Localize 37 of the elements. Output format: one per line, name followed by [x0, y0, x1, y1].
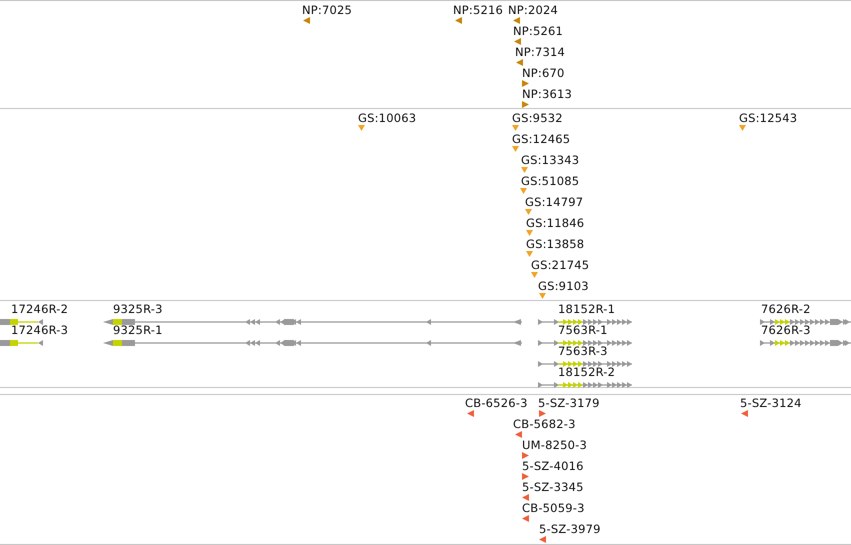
feature-label: 9325R-1: [113, 323, 163, 337]
feature-label: 5-SZ-3979: [539, 522, 601, 536]
feature-label: CB-5059-3: [522, 501, 585, 515]
feature-label: 18152R-2: [558, 365, 616, 379]
feature-label: UM-8250-3: [522, 438, 588, 452]
feature-label: 5-SZ-3345: [522, 480, 584, 494]
feature-label: 5-SZ-4016: [522, 459, 584, 473]
feature-label: GS:9532: [512, 111, 563, 125]
feature-label: CB-6526-3: [465, 396, 528, 410]
feature-label: 7626R-3: [761, 323, 811, 337]
feature-label: GS:12543: [739, 111, 798, 125]
feature-label: NP:7025: [302, 3, 352, 17]
feature-label: NP:3613: [522, 87, 572, 101]
feature-label: GS:14797: [525, 195, 584, 209]
feature-label: 5-SZ-3179: [538, 396, 600, 410]
feature-label: 7563R-3: [558, 344, 608, 358]
feature-label: 17246R-2: [11, 302, 68, 316]
feature-label: GS:9103: [538, 279, 589, 293]
feature-label: GS:13858: [526, 237, 584, 251]
feature-label: 7626R-2: [761, 302, 811, 316]
feature-label: GS:21745: [531, 258, 590, 272]
feature-label: GS:13343: [521, 153, 580, 167]
feature-label: GS:11846: [526, 216, 584, 230]
feature-label: NP:5261: [513, 24, 564, 38]
feature-label: GS:12465: [512, 132, 570, 146]
feature-label: GS:51085: [521, 174, 580, 188]
feature-label: NP:5216: [453, 3, 504, 17]
feature-label: 7563R-1: [558, 323, 608, 337]
feature-label: 17246R-3: [11, 323, 68, 337]
feature-label: NP:7314: [515, 45, 566, 59]
feature-label: NP:670: [522, 66, 565, 80]
feature-label: 9325R-3: [113, 302, 163, 316]
feature-label: CB-5682-3: [513, 417, 576, 431]
feature-label: 5-SZ-3124: [740, 396, 802, 410]
feature-label: GS:10063: [358, 111, 416, 125]
feature-label: 18152R-1: [558, 302, 616, 316]
feature-label: NP:2024: [508, 3, 558, 17]
